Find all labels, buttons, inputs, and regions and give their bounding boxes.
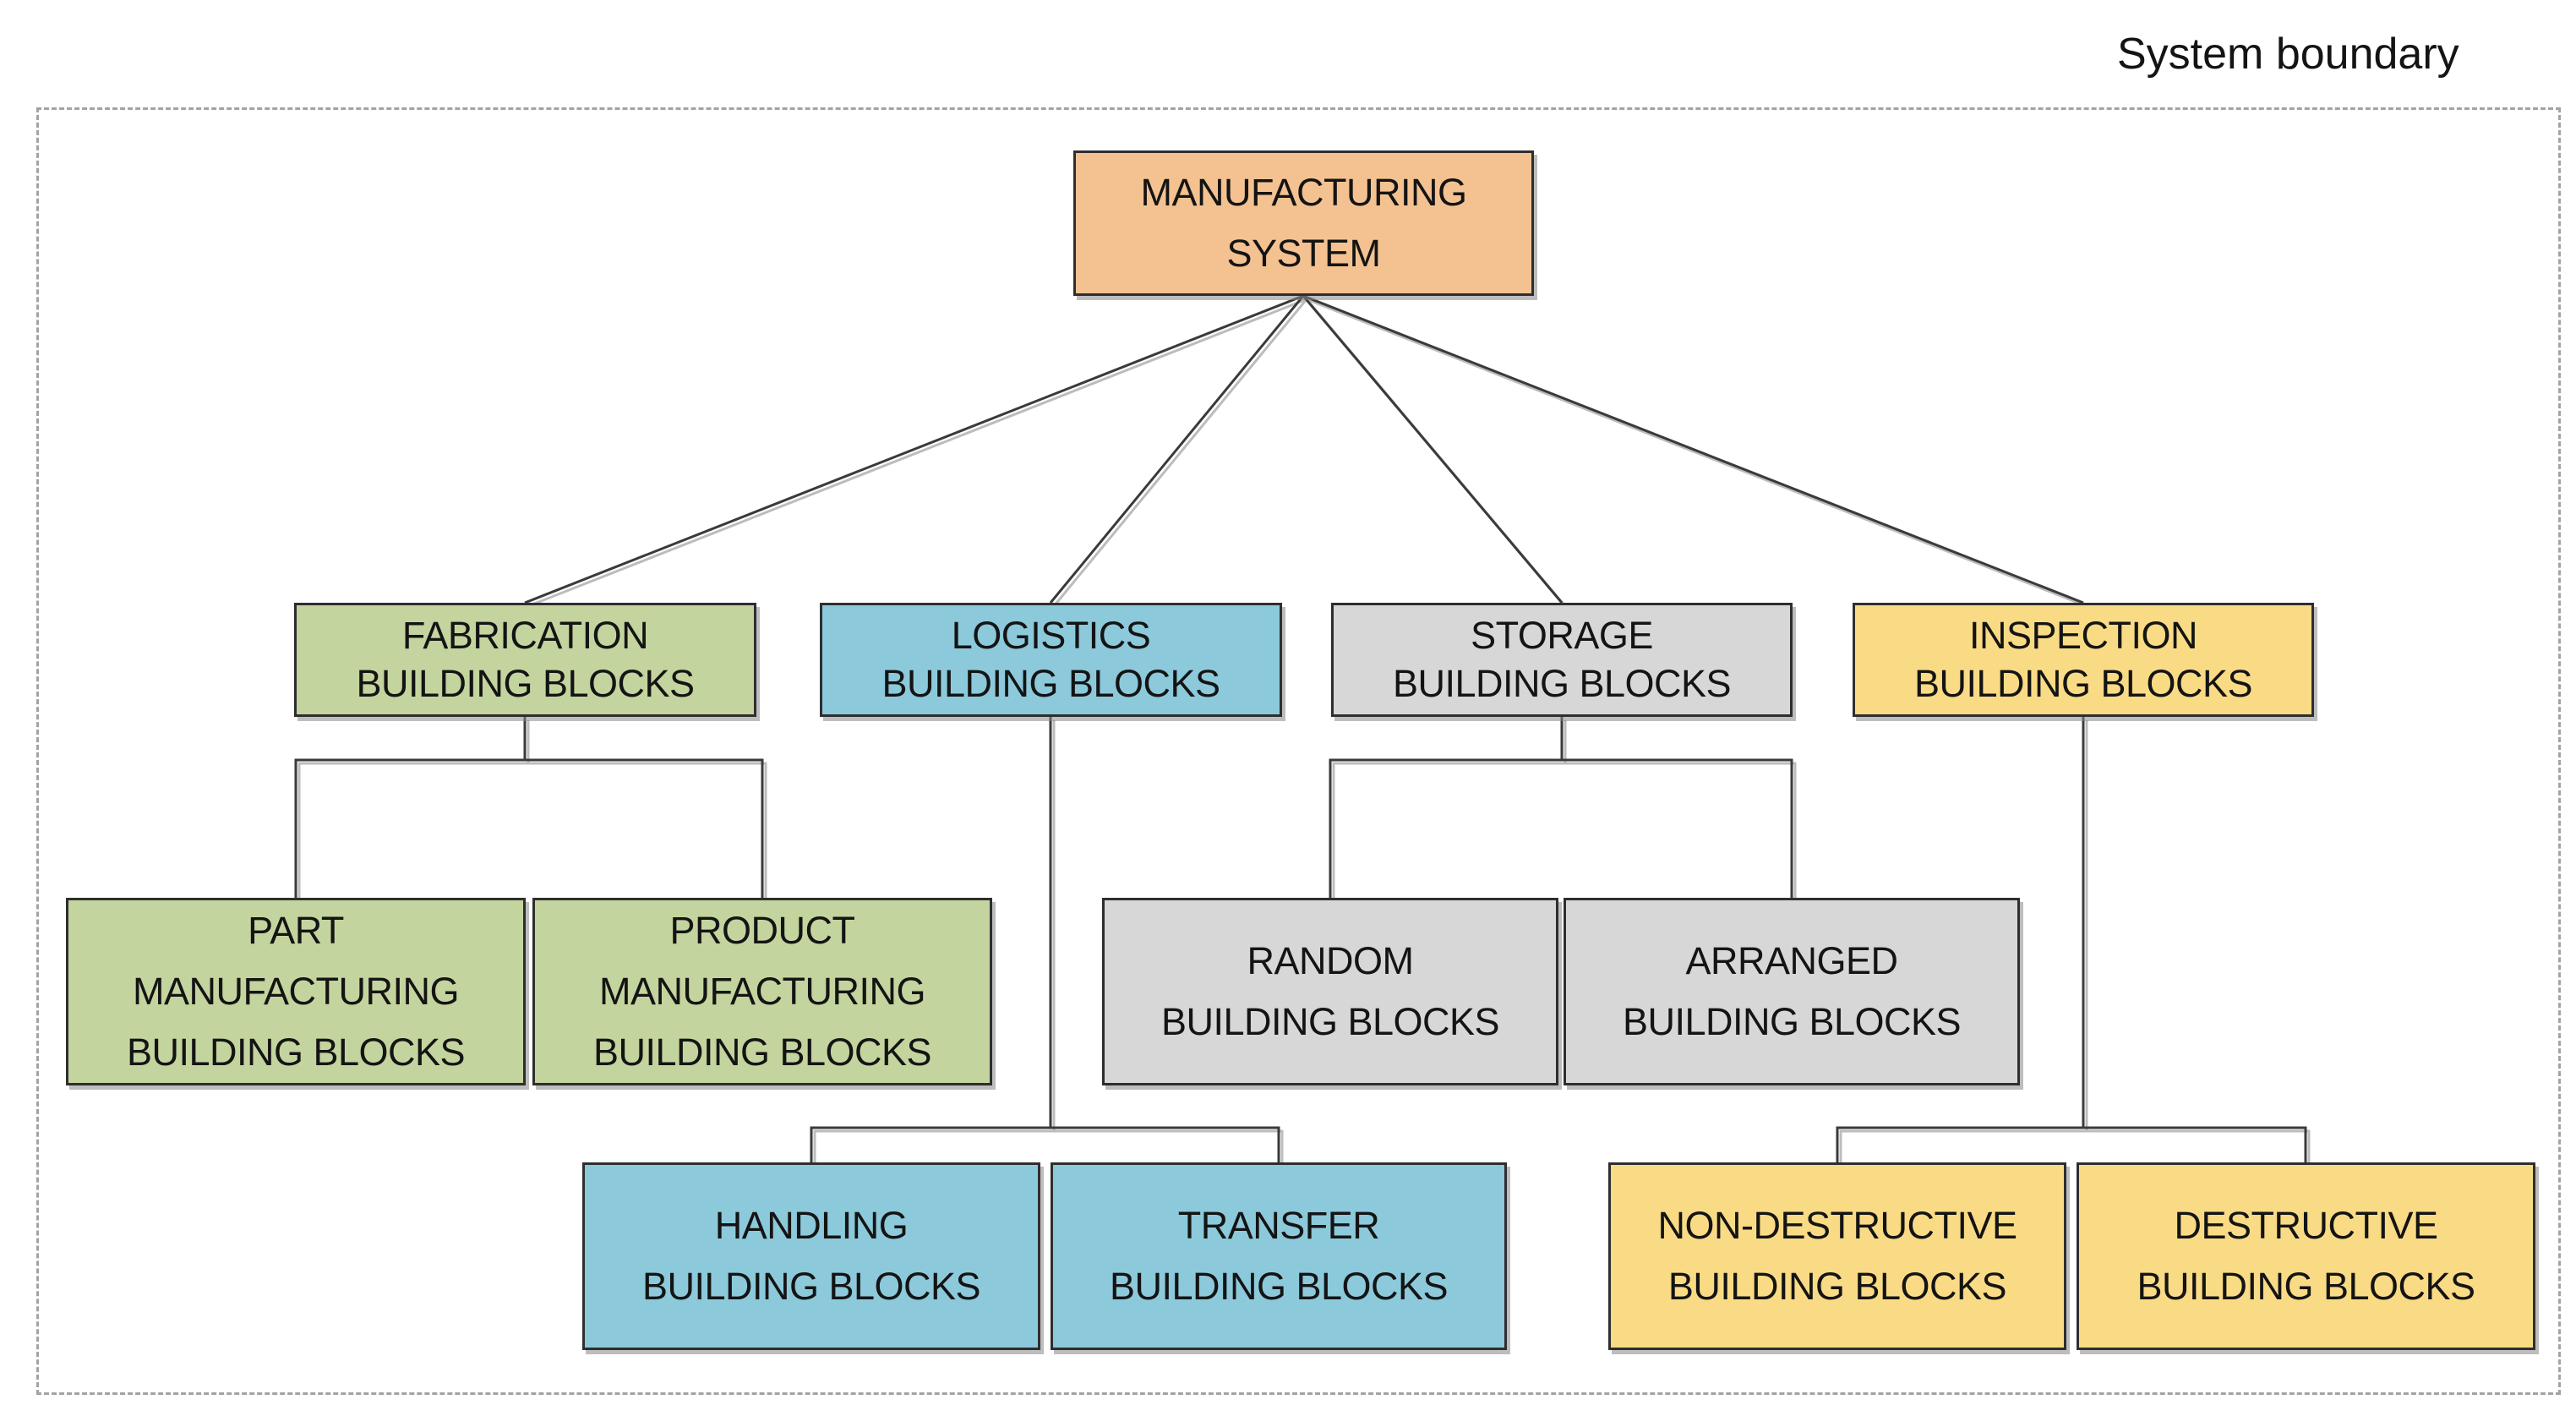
node-storage-building-blocks: STORAGE BUILDING BLOCKS: [1331, 603, 1793, 717]
node-logistics-building-blocks: LOGISTICS BUILDING BLOCKS: [820, 603, 1282, 717]
node-part-manufacturing-building-blocks: PART MANUFACTURING BUILDING BLOCKS: [66, 898, 526, 1085]
node-destructive-building-blocks: DESTRUCTIVE BUILDING BLOCKS: [2077, 1162, 2535, 1350]
edge-fabrication-bracket: [294, 758, 764, 898]
edge-storage-bracket: [1329, 758, 1793, 898]
edge-inspection-bracket: [1836, 1126, 2307, 1162]
edge-system-storage: [1302, 295, 1564, 604]
node-handling-building-blocks: HANDLING BUILDING BLOCKS: [582, 1162, 1040, 1350]
node-transfer-building-blocks: TRANSFER BUILDING BLOCKS: [1051, 1162, 1507, 1350]
node-manufacturing-system: MANUFACTURING SYSTEM: [1073, 150, 1534, 296]
system-boundary-label: System boundary: [2117, 30, 2459, 79]
node-fabrication-building-blocks: FABRICATION BUILDING BLOCKS: [294, 603, 756, 717]
node-inspection-building-blocks: INSPECTION BUILDING BLOCKS: [1853, 603, 2314, 717]
node-product-manufacturing-building-blocks: PRODUCT MANUFACTURING BUILDING BLOCKS: [532, 898, 992, 1085]
edge-system-inspection: [1302, 294, 2084, 604]
node-arranged-building-blocks: ARRANGED BUILDING BLOCKS: [1564, 898, 2020, 1085]
connector-main-lines: [294, 294, 2307, 1162]
system-boundary-rect: [36, 107, 2561, 1395]
edge-system-logistics: [1049, 295, 1305, 604]
edge-logistics-bracket: [810, 1126, 1280, 1162]
node-random-building-blocks: RANDOM BUILDING BLOCKS: [1102, 898, 1558, 1085]
connector-shadows: [297, 298, 2311, 1166]
edge-system-fabrication: [524, 294, 1304, 604]
node-non-destructive-building-blocks: NON-DESTRUCTIVE BUILDING BLOCKS: [1608, 1162, 2066, 1350]
